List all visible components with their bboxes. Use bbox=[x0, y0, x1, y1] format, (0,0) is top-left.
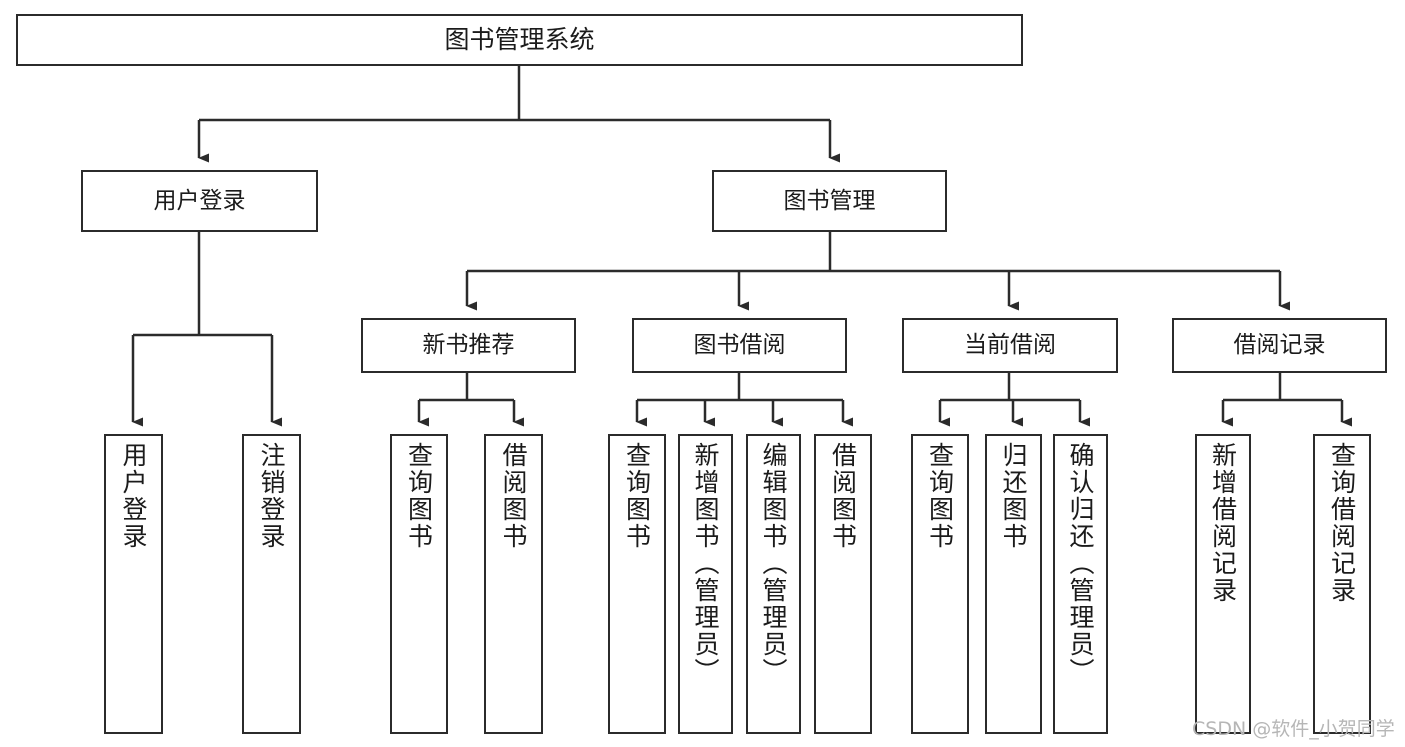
node-leaf-borrow-book-2-label: 借阅图书 bbox=[828, 442, 858, 550]
node-leaf-user-logout[interactable]: 注销登录 bbox=[242, 434, 301, 734]
csdn-watermark: CSDN @软件_小贺同学 bbox=[1192, 718, 1395, 740]
node-root[interactable]: 图书管理系统 bbox=[16, 14, 1023, 66]
node-current-borrow-label: 当前借阅 bbox=[964, 332, 1056, 359]
node-book-borrow-label: 图书借阅 bbox=[693, 332, 786, 359]
node-user-login[interactable]: 用户登录 bbox=[81, 170, 318, 232]
node-borrow-record[interactable]: 借阅记录 bbox=[1172, 318, 1387, 373]
node-borrow-record-label: 借阅记录 bbox=[1233, 332, 1326, 359]
node-leaf-add-borrow-record[interactable]: 新增借阅记录 bbox=[1195, 434, 1251, 734]
node-book-borrow[interactable]: 图书借阅 bbox=[632, 318, 847, 373]
node-user-login-label: 用户登录 bbox=[153, 187, 246, 214]
node-leaf-edit-book[interactable]: 编辑图书（管理员） bbox=[746, 434, 801, 734]
node-leaf-query-book-1[interactable]: 查询图书 bbox=[390, 434, 448, 734]
node-leaf-query-book-2[interactable]: 查询图书 bbox=[608, 434, 666, 734]
node-new-book-recommend-label: 新书推荐 bbox=[422, 332, 515, 359]
node-leaf-add-book-label: 新增图书（管理员） bbox=[691, 442, 720, 685]
node-leaf-user-logout-label: 注销登录 bbox=[257, 442, 286, 550]
node-leaf-return-book-label: 归还图书 bbox=[999, 442, 1028, 550]
node-leaf-borrow-book-1[interactable]: 借阅图书 bbox=[484, 434, 543, 734]
node-leaf-user-login[interactable]: 用户登录 bbox=[104, 434, 163, 734]
node-current-borrow[interactable]: 当前借阅 bbox=[902, 318, 1118, 373]
node-leaf-query-book-1-label: 查询图书 bbox=[404, 442, 434, 550]
node-leaf-add-book[interactable]: 新增图书（管理员） bbox=[678, 434, 733, 734]
node-leaf-edit-book-label: 编辑图书（管理员） bbox=[759, 442, 788, 685]
node-leaf-user-login-label: 用户登录 bbox=[119, 442, 148, 550]
node-leaf-borrow-book-1-label: 借阅图书 bbox=[499, 442, 528, 550]
node-book-manage[interactable]: 图书管理 bbox=[712, 170, 947, 232]
node-leaf-query-borrow-record[interactable]: 查询借阅记录 bbox=[1313, 434, 1371, 734]
node-leaf-add-borrow-record-label: 新增借阅记录 bbox=[1208, 442, 1238, 604]
node-leaf-confirm-return[interactable]: 确认归还（管理员） bbox=[1053, 434, 1108, 734]
node-leaf-confirm-return-label: 确认归还（管理员） bbox=[1066, 442, 1095, 685]
node-leaf-borrow-book-2[interactable]: 借阅图书 bbox=[814, 434, 872, 734]
node-leaf-query-book-3[interactable]: 查询图书 bbox=[911, 434, 969, 734]
node-leaf-query-book-3-label: 查询图书 bbox=[925, 442, 955, 550]
node-leaf-return-book[interactable]: 归还图书 bbox=[985, 434, 1042, 734]
node-book-manage-label: 图书管理 bbox=[783, 187, 876, 214]
node-root-label: 图书管理系统 bbox=[444, 24, 595, 54]
node-leaf-query-borrow-record-label: 查询借阅记录 bbox=[1327, 442, 1357, 604]
node-new-book-recommend[interactable]: 新书推荐 bbox=[361, 318, 576, 373]
node-leaf-query-book-2-label: 查询图书 bbox=[622, 442, 652, 550]
